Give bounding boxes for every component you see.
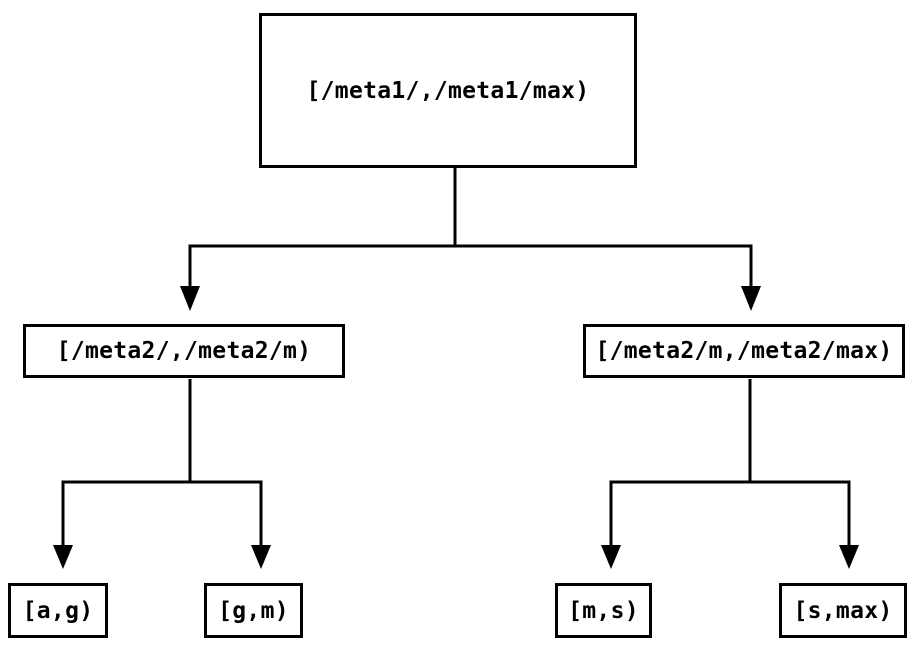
node-mid-left-label: [/meta2/,/meta2/m) [56, 338, 312, 364]
node-leaf-gm: [g,m) [204, 583, 303, 638]
node-leaf-ms-label: [m,s) [568, 597, 639, 624]
node-leaf-ag-label: [a,g) [22, 597, 94, 624]
node-root-label: [/meta1/,/meta1/max) [306, 77, 590, 104]
edge-midleft-to-children [53, 379, 271, 569]
arrowhead-icon [741, 286, 761, 311]
edge-root-to-children [180, 168, 761, 311]
arrowhead-icon [601, 545, 621, 569]
arrowhead-icon [839, 545, 859, 569]
arrowhead-icon [180, 286, 200, 311]
arrowhead-icon [53, 545, 73, 569]
node-leaf-ag: [a,g) [8, 583, 108, 638]
arrowhead-icon [251, 545, 271, 569]
node-leaf-gm-label: [g,m) [218, 597, 289, 624]
node-mid-right-label: [/meta2/m,/meta2/max) [595, 338, 893, 364]
node-leaf-ms: [m,s) [555, 583, 652, 638]
node-root: [/meta1/,/meta1/max) [259, 13, 637, 168]
node-leaf-smax-label: [s,max) [793, 597, 893, 624]
node-mid-left: [/meta2/,/meta2/m) [23, 324, 345, 378]
edge-midright-to-children [601, 379, 859, 569]
node-leaf-smax: [s,max) [779, 583, 907, 638]
node-mid-right: [/meta2/m,/meta2/max) [583, 324, 905, 378]
